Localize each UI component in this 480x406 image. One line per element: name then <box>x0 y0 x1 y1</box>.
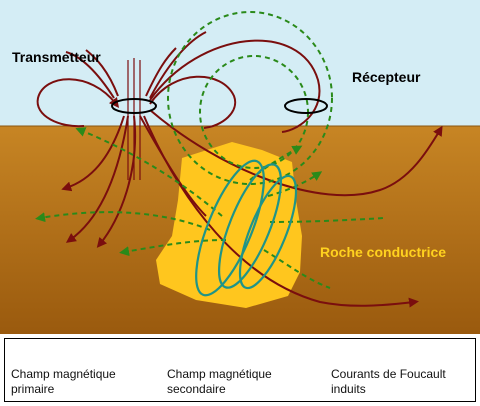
primary-arc-up-left <box>85 49 119 97</box>
receiver-coil <box>284 98 328 114</box>
legend-primary-label: Champ magnétique primaire <box>11 367 116 396</box>
legend-box: Champ magnétique primaire Champ magnétiq… <box>4 338 476 402</box>
legend-secondary-label: Champ magnétique secondaire <box>167 367 272 396</box>
receiver-label: Récepteur <box>352 69 421 85</box>
eddy-loop-2 <box>217 163 283 289</box>
primary-arc-down-left-1 <box>61 115 125 192</box>
primary-field-lines <box>36 31 443 308</box>
secondary-arc-left-1 <box>75 127 223 217</box>
secondary-arc-left-3 <box>119 239 227 257</box>
primary-loop-right-small <box>149 75 237 129</box>
transmitter-coil <box>111 98 157 114</box>
eddy-currents <box>195 159 298 297</box>
legend-eddy-label: Courants de Foucault induits <box>331 367 446 396</box>
secondary-arc-right-1 <box>269 217 385 223</box>
eddy-loop-1 <box>195 159 265 297</box>
primary-arc-up-left-2 <box>65 51 115 99</box>
eddy-loop-3 <box>238 174 298 290</box>
primary-arc-down-right-2 <box>139 115 207 217</box>
primary-arc-down-left-2 <box>65 115 129 243</box>
primary-arc-far-right <box>149 109 443 197</box>
secondary-loop-outer <box>167 11 333 185</box>
primary-arc-down-center <box>96 115 136 248</box>
sky <box>0 0 480 126</box>
rock-label: Roche conductrice <box>320 244 447 260</box>
primary-arc-up-right <box>145 47 177 97</box>
primary-loop-right-big <box>149 39 321 133</box>
primary-loop-left-small <box>36 78 120 128</box>
secondary-arc-left-2 <box>35 211 211 231</box>
transmitter-label: Transmetteur <box>12 49 101 65</box>
secondary-arc-right-2 <box>263 249 331 289</box>
primary-center-lines <box>127 58 141 180</box>
